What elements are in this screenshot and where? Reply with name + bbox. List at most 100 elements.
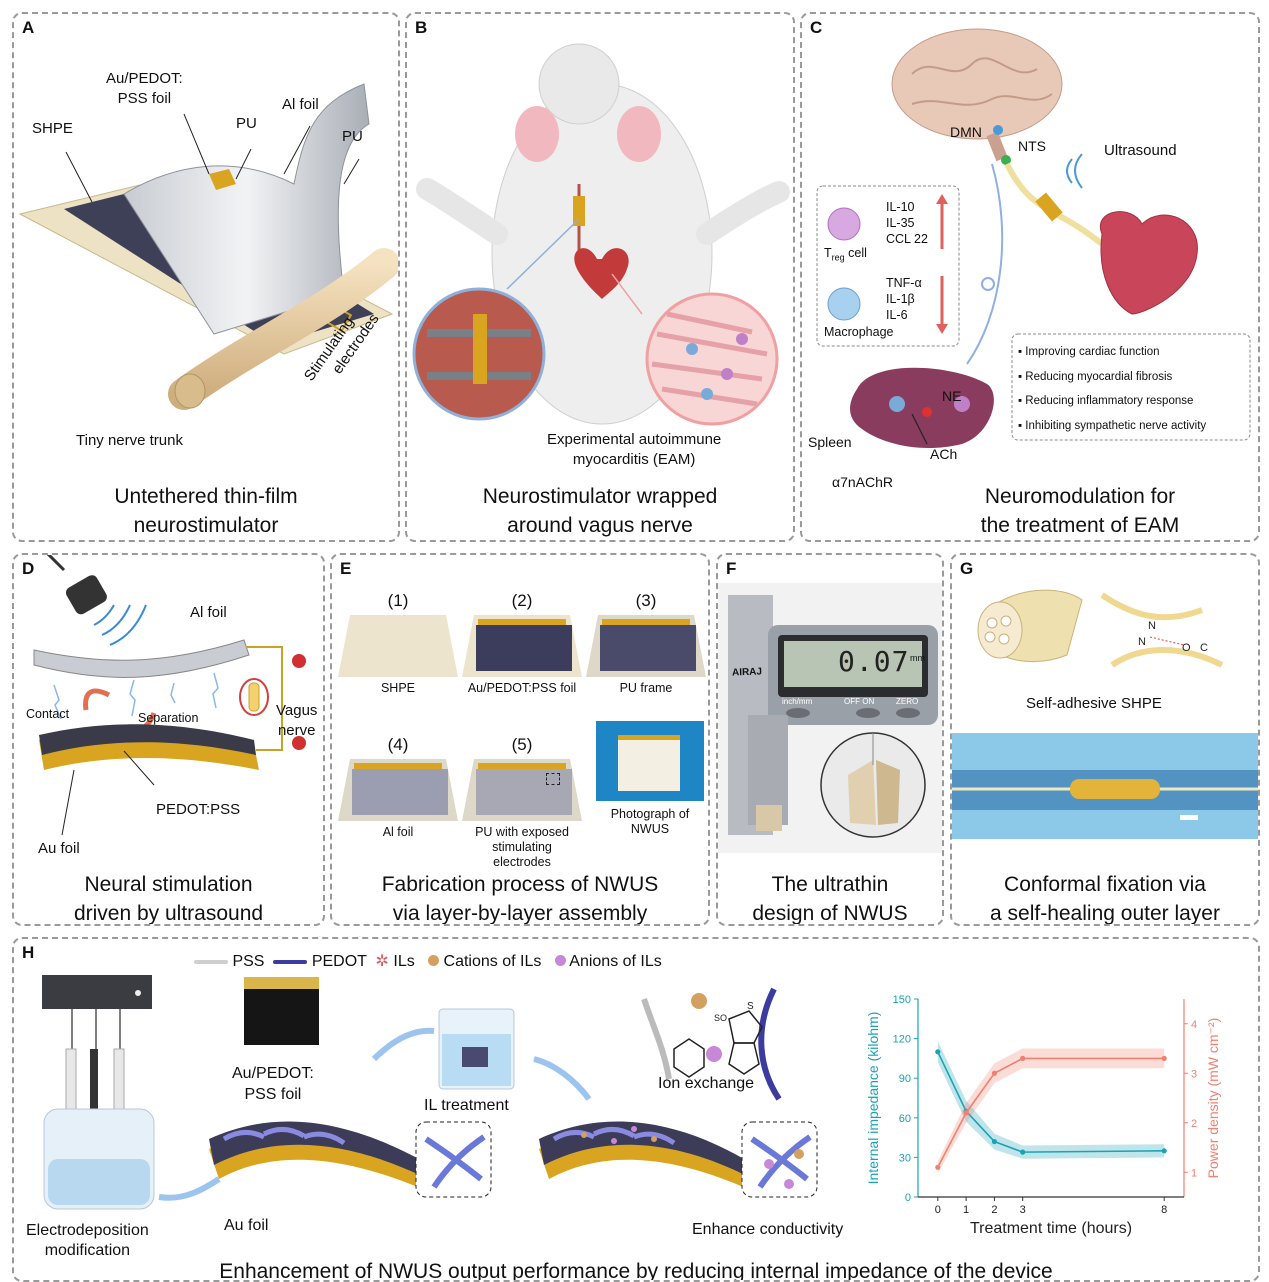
label-spleen: Spleen: [808, 434, 852, 450]
panel-h-letter: H: [22, 943, 35, 962]
panel-g: G N N O C Self-adhesive SHPE Conformal f…: [950, 553, 1260, 926]
legend-pedot: PEDOT: [311, 953, 367, 970]
legend-ils: ILs: [393, 953, 415, 970]
panel-a-letter: A: [22, 18, 35, 37]
data-point: [991, 1070, 998, 1076]
label-pu-2: PU: [342, 128, 363, 145]
svg-text:SO: SO: [714, 1013, 727, 1023]
step-au-pedot-foil: (2) Au/PEDOT:PSS foil: [462, 591, 582, 695]
label-ccl22: CCL 22: [886, 232, 928, 246]
self-healing-layer-illustration: N N O C: [952, 589, 1258, 839]
panel-b-letter: B: [415, 18, 428, 37]
caliper-button-off-on: OFF ON: [844, 697, 875, 706]
y-tick-label-right: 3: [1191, 1068, 1197, 1080]
svg-text:N: N: [1148, 620, 1156, 632]
label-a7nachr: α7nAChR: [832, 474, 894, 490]
label-ion-exchange: Ion exchange: [658, 1075, 755, 1092]
label-shpe: SHPE: [32, 120, 73, 137]
label-au-foil: Au foil: [224, 1217, 269, 1234]
caliper-unit: mm: [910, 653, 925, 663]
label-al-foil: Al foil: [190, 604, 227, 621]
label-self-adhesive-shpe: Self-adhesive SHPE: [1026, 695, 1162, 712]
label-au-pedot-pss-foil: Au/PEDOT: PSS foil: [232, 1065, 314, 1103]
panel-e-caption: Fabrication process of NWUS via layer-by…: [381, 873, 659, 925]
layer-shpe: [338, 615, 458, 677]
y-tick-label-right: 2: [1191, 1118, 1197, 1130]
panel-a: A Au/PEDOT: PSS foil SHPE: [12, 12, 400, 542]
panel-g-letter: G: [960, 559, 974, 578]
y-axis-label-right: Power density (mW cm⁻²): [1205, 1018, 1221, 1179]
panel-f-letter: F: [726, 559, 737, 578]
label-eam: Experimental autoimmune myocarditis (EAM…: [547, 431, 722, 468]
x-axis-label: Treatment time (hours): [970, 1220, 1132, 1237]
y-tick-label-left: 0: [905, 1192, 911, 1204]
label-il1b: IL-1β: [886, 292, 915, 306]
legend-anions: Anions of ILs: [569, 953, 662, 970]
panel-d-caption: Neural stimulation driven by ultrasound: [73, 873, 264, 925]
label-nts: NTS: [1018, 138, 1046, 154]
effect-item: ▪ Reducing myocardial fibrosis: [1018, 370, 1173, 383]
y-tick-label-left: 60: [899, 1113, 911, 1125]
thin-film-device-illustration: [18, 83, 398, 410]
nwus-photo: [596, 721, 704, 801]
x-tick-label: 8: [1161, 1204, 1167, 1216]
layer-au-pedot: [462, 615, 582, 677]
data-point: [963, 1110, 969, 1116]
label-dmn: DMN: [950, 124, 982, 140]
panel-f: F AIRAJ 0.07 mm inch/mm OFF ON ZERO The …: [716, 553, 944, 926]
caliper-button-zero: ZERO: [896, 697, 919, 706]
panel-e: E (1) SHPE (2) Au/PEDOT:PSS foil (3) PU …: [330, 553, 710, 926]
label-ultrasound: Ultrasound: [1104, 142, 1177, 159]
step-shpe: (1) SHPE: [338, 591, 458, 695]
label-ach: ACh: [930, 446, 958, 462]
label-treg-cell: Treg cell: [824, 246, 867, 263]
effect-item: ▪ Improving cardiac function: [1018, 346, 1160, 358]
series-band-0: [937, 1041, 1165, 1159]
legend-pedot-swatch: [273, 959, 308, 964]
label-pu-1: PU: [236, 115, 257, 132]
caliper-button-inch-mm: inch/mm: [782, 697, 813, 706]
data-point: [1020, 1149, 1026, 1155]
y-axis-label-left: Internal impedance (kilohm): [865, 1012, 881, 1185]
y-tick-label-left: 30: [899, 1152, 911, 1164]
ultrasound-stimulation-illustration: [33, 555, 306, 836]
data-point: [935, 1049, 941, 1055]
panel-f-caption: The ultrathin design of NWUS: [752, 873, 908, 925]
legend: PSS PEDOT ✲ ILs Cations of ILs Anions of…: [194, 951, 662, 971]
label-au-foil: Au foil: [38, 840, 80, 857]
caliper-illustration: [718, 583, 942, 853]
caliper-reading: 0.07: [838, 645, 910, 678]
step-photograph-nwus: Photograph of NWUS: [596, 721, 704, 837]
panel-d: D Al foil Contact Separation Vagus nerve…: [12, 553, 325, 926]
label-separation: Separation: [138, 711, 199, 725]
il-treatment-process-illustration: SO S: [42, 975, 818, 1210]
svg-text:C: C: [1200, 642, 1208, 654]
x-tick-label: 2: [991, 1204, 997, 1216]
data-point: [1161, 1055, 1167, 1061]
rat-illustration: [412, 43, 790, 426]
legend-ils-icon: ✲: [375, 953, 389, 970]
panel-e-letter: E: [340, 559, 352, 578]
layer-pu-exposed: [462, 759, 582, 821]
layer-al-foil: [338, 759, 458, 821]
y-tick-label-right: 1: [1191, 1167, 1197, 1179]
x-tick-label: 1: [963, 1204, 969, 1216]
panel-h: H PSS PEDOT ✲ ILs Cations of ILs Anions …: [12, 937, 1260, 1282]
x-tick-label: 0: [935, 1204, 941, 1216]
step-pu-frame: (3) PU frame: [586, 591, 706, 695]
caliper-brand: AIRAJ: [731, 666, 763, 679]
label-contact: Contact: [26, 707, 70, 721]
panel-c: C DMN NTS Ultrasou: [800, 12, 1260, 542]
label-tnfa: TNF-α: [886, 276, 922, 290]
layer-pu-frame: [586, 615, 706, 677]
label-ne: NE: [942, 388, 962, 404]
y-tick-label-left: 120: [893, 1034, 911, 1046]
label-nerve-trunk: Tiny nerve trunk: [76, 432, 183, 449]
data-point: [991, 1138, 998, 1145]
panel-d-letter: D: [22, 559, 35, 578]
series-band-1: [937, 1048, 1165, 1174]
label-il6: IL-6: [886, 308, 908, 322]
step-pu-exposed-electrodes: (5) PU with exposed stimulating electrod…: [462, 735, 582, 870]
panel-g-caption: Conformal fixation via a self-healing ou…: [990, 873, 1220, 925]
